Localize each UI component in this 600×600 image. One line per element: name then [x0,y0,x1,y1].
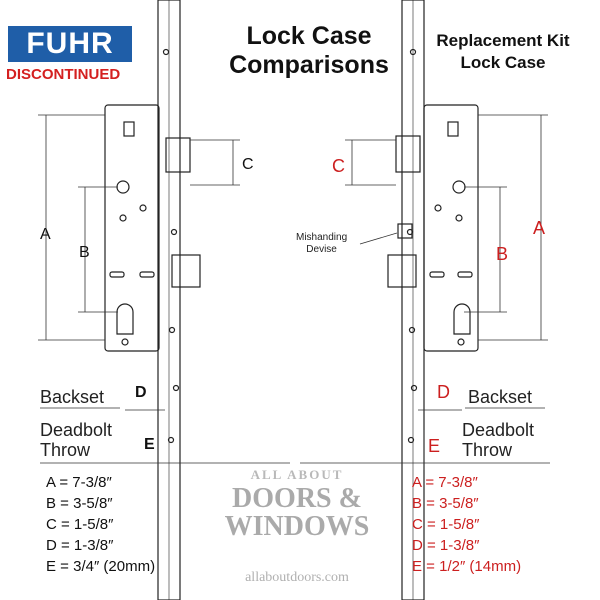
right-spec-list: A = 7-3/8″ B = 3-5/8″ C = 1-5/8″ D = 1-3… [412,472,521,577]
right-throw-label: Throw [462,440,513,460]
right-spec-b: B = 3-5/8″ [412,495,479,512]
right-mishanding-device [397,223,413,239]
mishanding-line-1: Mishanding [296,232,348,243]
left-dim-c-label: C [242,156,254,173]
right-deadbolt-label: Deadbolt [462,420,535,440]
left-cylinder-cutout [116,303,134,335]
left-dim-d-label: D [135,384,147,401]
mishanding-note: Mishanding Devise [296,232,347,256]
left-spec-c: C = 1-5/8″ [46,516,114,533]
left-latch [165,137,191,173]
left-deadbolt [171,254,201,288]
right-title: Replacement Kit Lock Case [436,31,570,72]
left-cam-slot [123,121,135,137]
right-lock-body [423,104,479,352]
fuhr-logo: FUHR [8,26,132,62]
right-latch [395,135,421,173]
right-dim-d-label: D [437,382,450,402]
watermark-url: allaboutdoors.com [245,570,349,585]
left-spec-e: E = 3/4″ (20mm) [46,558,156,575]
left-spec-b: B = 3-5/8″ [46,495,113,512]
left-dim-e-label: E [144,436,155,453]
right-spec-a: A = 7-3/8″ [412,474,478,491]
left-title: Lock Case Comparisons [229,22,389,79]
right-backset-label: Backset [468,387,533,407]
mishanding-line-2: Devise [306,244,337,255]
left-faceplate [157,0,181,600]
right-dim-e-label: E [428,436,441,456]
watermark-line-1: ALL ABOUT [250,467,344,482]
left-spec-d: D = 1-3/8″ [46,537,114,554]
right-dim-c-label: C [332,156,345,176]
left-spec-list: A = 7-3/8″ B = 3-5/8″ C = 1-5/8″ D = 1-3… [46,472,155,577]
right-spec-d: D = 1-3/8″ [412,537,480,554]
left-lock-body [104,104,160,352]
left-follower-hole [116,180,130,194]
discontinued-label: DISCONTINUED [6,66,121,83]
right-spec-c: C = 1-5/8″ [412,516,480,533]
left-dim-a-label: A [40,226,51,243]
left-deadbolt-label: Deadbolt [40,420,113,440]
right-dim-b-label: B [496,244,509,264]
right-spec-e: E = 1/2″ (14mm) [412,558,522,575]
left-dim-b-label: B [79,244,90,261]
right-deadbolt [387,254,417,288]
left-backset-label: Backset [40,387,105,407]
left-throw-label: Throw [40,440,91,460]
watermark-line-2: DOORS & WINDOWS [224,483,370,542]
left-spec-a: A = 7-3/8″ [46,474,112,491]
right-dim-a-label: A [533,218,546,238]
